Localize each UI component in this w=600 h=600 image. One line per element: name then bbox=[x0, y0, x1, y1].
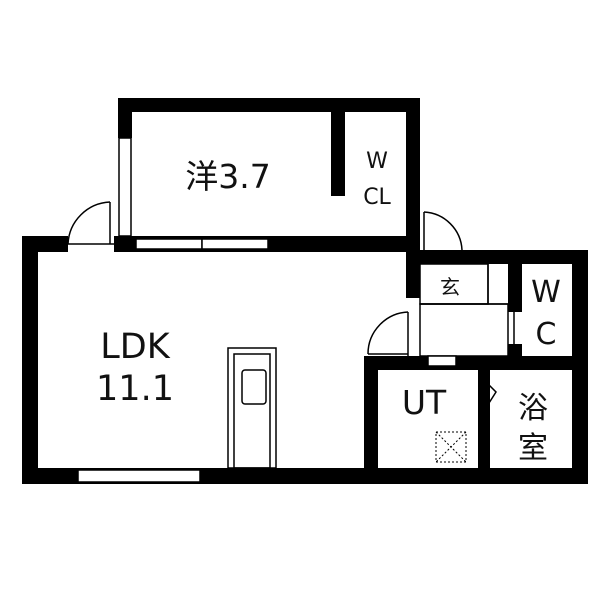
doors bbox=[67, 201, 515, 417]
bathroom-label-line1: 浴 bbox=[518, 391, 548, 426]
ldk-label-line1: LDK bbox=[100, 327, 170, 367]
entrance-label: 玄 bbox=[440, 275, 460, 299]
windows bbox=[77, 137, 269, 483]
walls bbox=[22, 98, 588, 484]
ldk-label-line2: 11.1 bbox=[96, 369, 174, 409]
kitchen-unit bbox=[227, 347, 277, 469]
wcl-label-line1: W bbox=[366, 149, 388, 174]
utility-label: UT bbox=[402, 383, 447, 422]
wcl-label-line2: CL bbox=[363, 185, 391, 210]
bathroom-label-line2: 室 bbox=[518, 431, 548, 466]
toilet-label-line2: C bbox=[536, 317, 557, 352]
western-room-label: 洋3.7 bbox=[185, 157, 270, 196]
entrance-area bbox=[419, 263, 509, 367]
toilet-label-line1: W bbox=[531, 275, 561, 310]
washing-machine-spot bbox=[435, 431, 467, 463]
